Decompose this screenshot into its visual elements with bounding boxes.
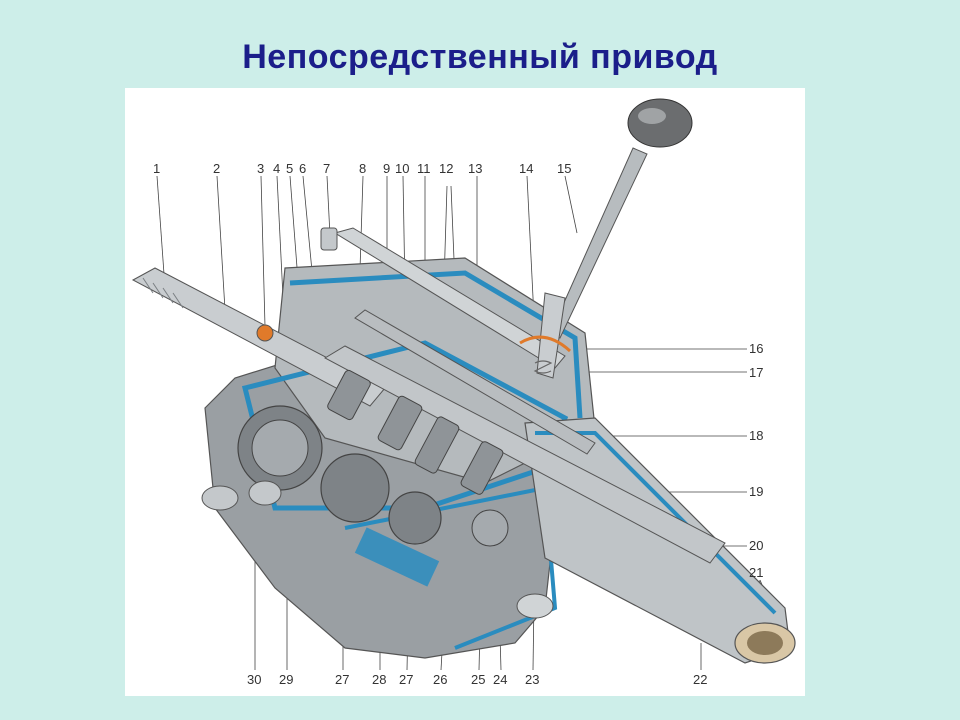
callout-18: 18: [749, 428, 764, 443]
callout-21: 21: [749, 565, 764, 580]
callout-26: 26: [433, 672, 448, 687]
callout-27a: 27: [335, 672, 350, 687]
mounting-bosses: [201, 480, 554, 619]
gearbox-drawing: [131, 98, 796, 671]
callout-10: 10: [395, 161, 410, 176]
callout-9: 9: [383, 161, 391, 176]
callout-14: 14: [519, 161, 534, 176]
callout-3: 3: [257, 161, 265, 176]
callout-17: 17: [749, 365, 764, 380]
callout-13: 13: [468, 161, 483, 176]
callout-15: 15: [557, 161, 572, 176]
callout-27b: 27: [399, 672, 414, 687]
callout-7: 7: [323, 161, 331, 176]
callout-6: 6: [299, 161, 307, 176]
callout-16: 16: [749, 341, 764, 356]
callout-1: 1: [153, 161, 161, 176]
callout-8: 8: [359, 161, 367, 176]
slide-title: Непосредственный привод: [242, 38, 718, 76]
callout-22: 22: [693, 672, 708, 687]
shift-rods: [320, 227, 596, 455]
callout-11: 11: [417, 161, 431, 176]
callout-12: 12: [439, 161, 454, 176]
callout-23: 23: [525, 672, 540, 687]
gearbox-cutaway-figure: 1 2 3 4 5 6 7 8 9 10 11 12 13 14 15 16 1…: [125, 88, 805, 696]
callout-24: 24: [493, 672, 508, 687]
gear-lever: [519, 98, 693, 379]
callout-25: 25: [471, 672, 486, 687]
callout-2: 2: [213, 161, 221, 176]
callout-28: 28: [372, 672, 387, 687]
callout-19: 19: [749, 484, 764, 499]
callout-20: 20: [749, 538, 764, 553]
countershaft-gears: [237, 405, 509, 587]
callout-5: 5: [286, 161, 294, 176]
callout-30: 30: [247, 672, 262, 687]
main-shaft: [323, 345, 726, 564]
callout-29: 29: [279, 672, 294, 687]
callout-4: 4: [273, 161, 281, 176]
